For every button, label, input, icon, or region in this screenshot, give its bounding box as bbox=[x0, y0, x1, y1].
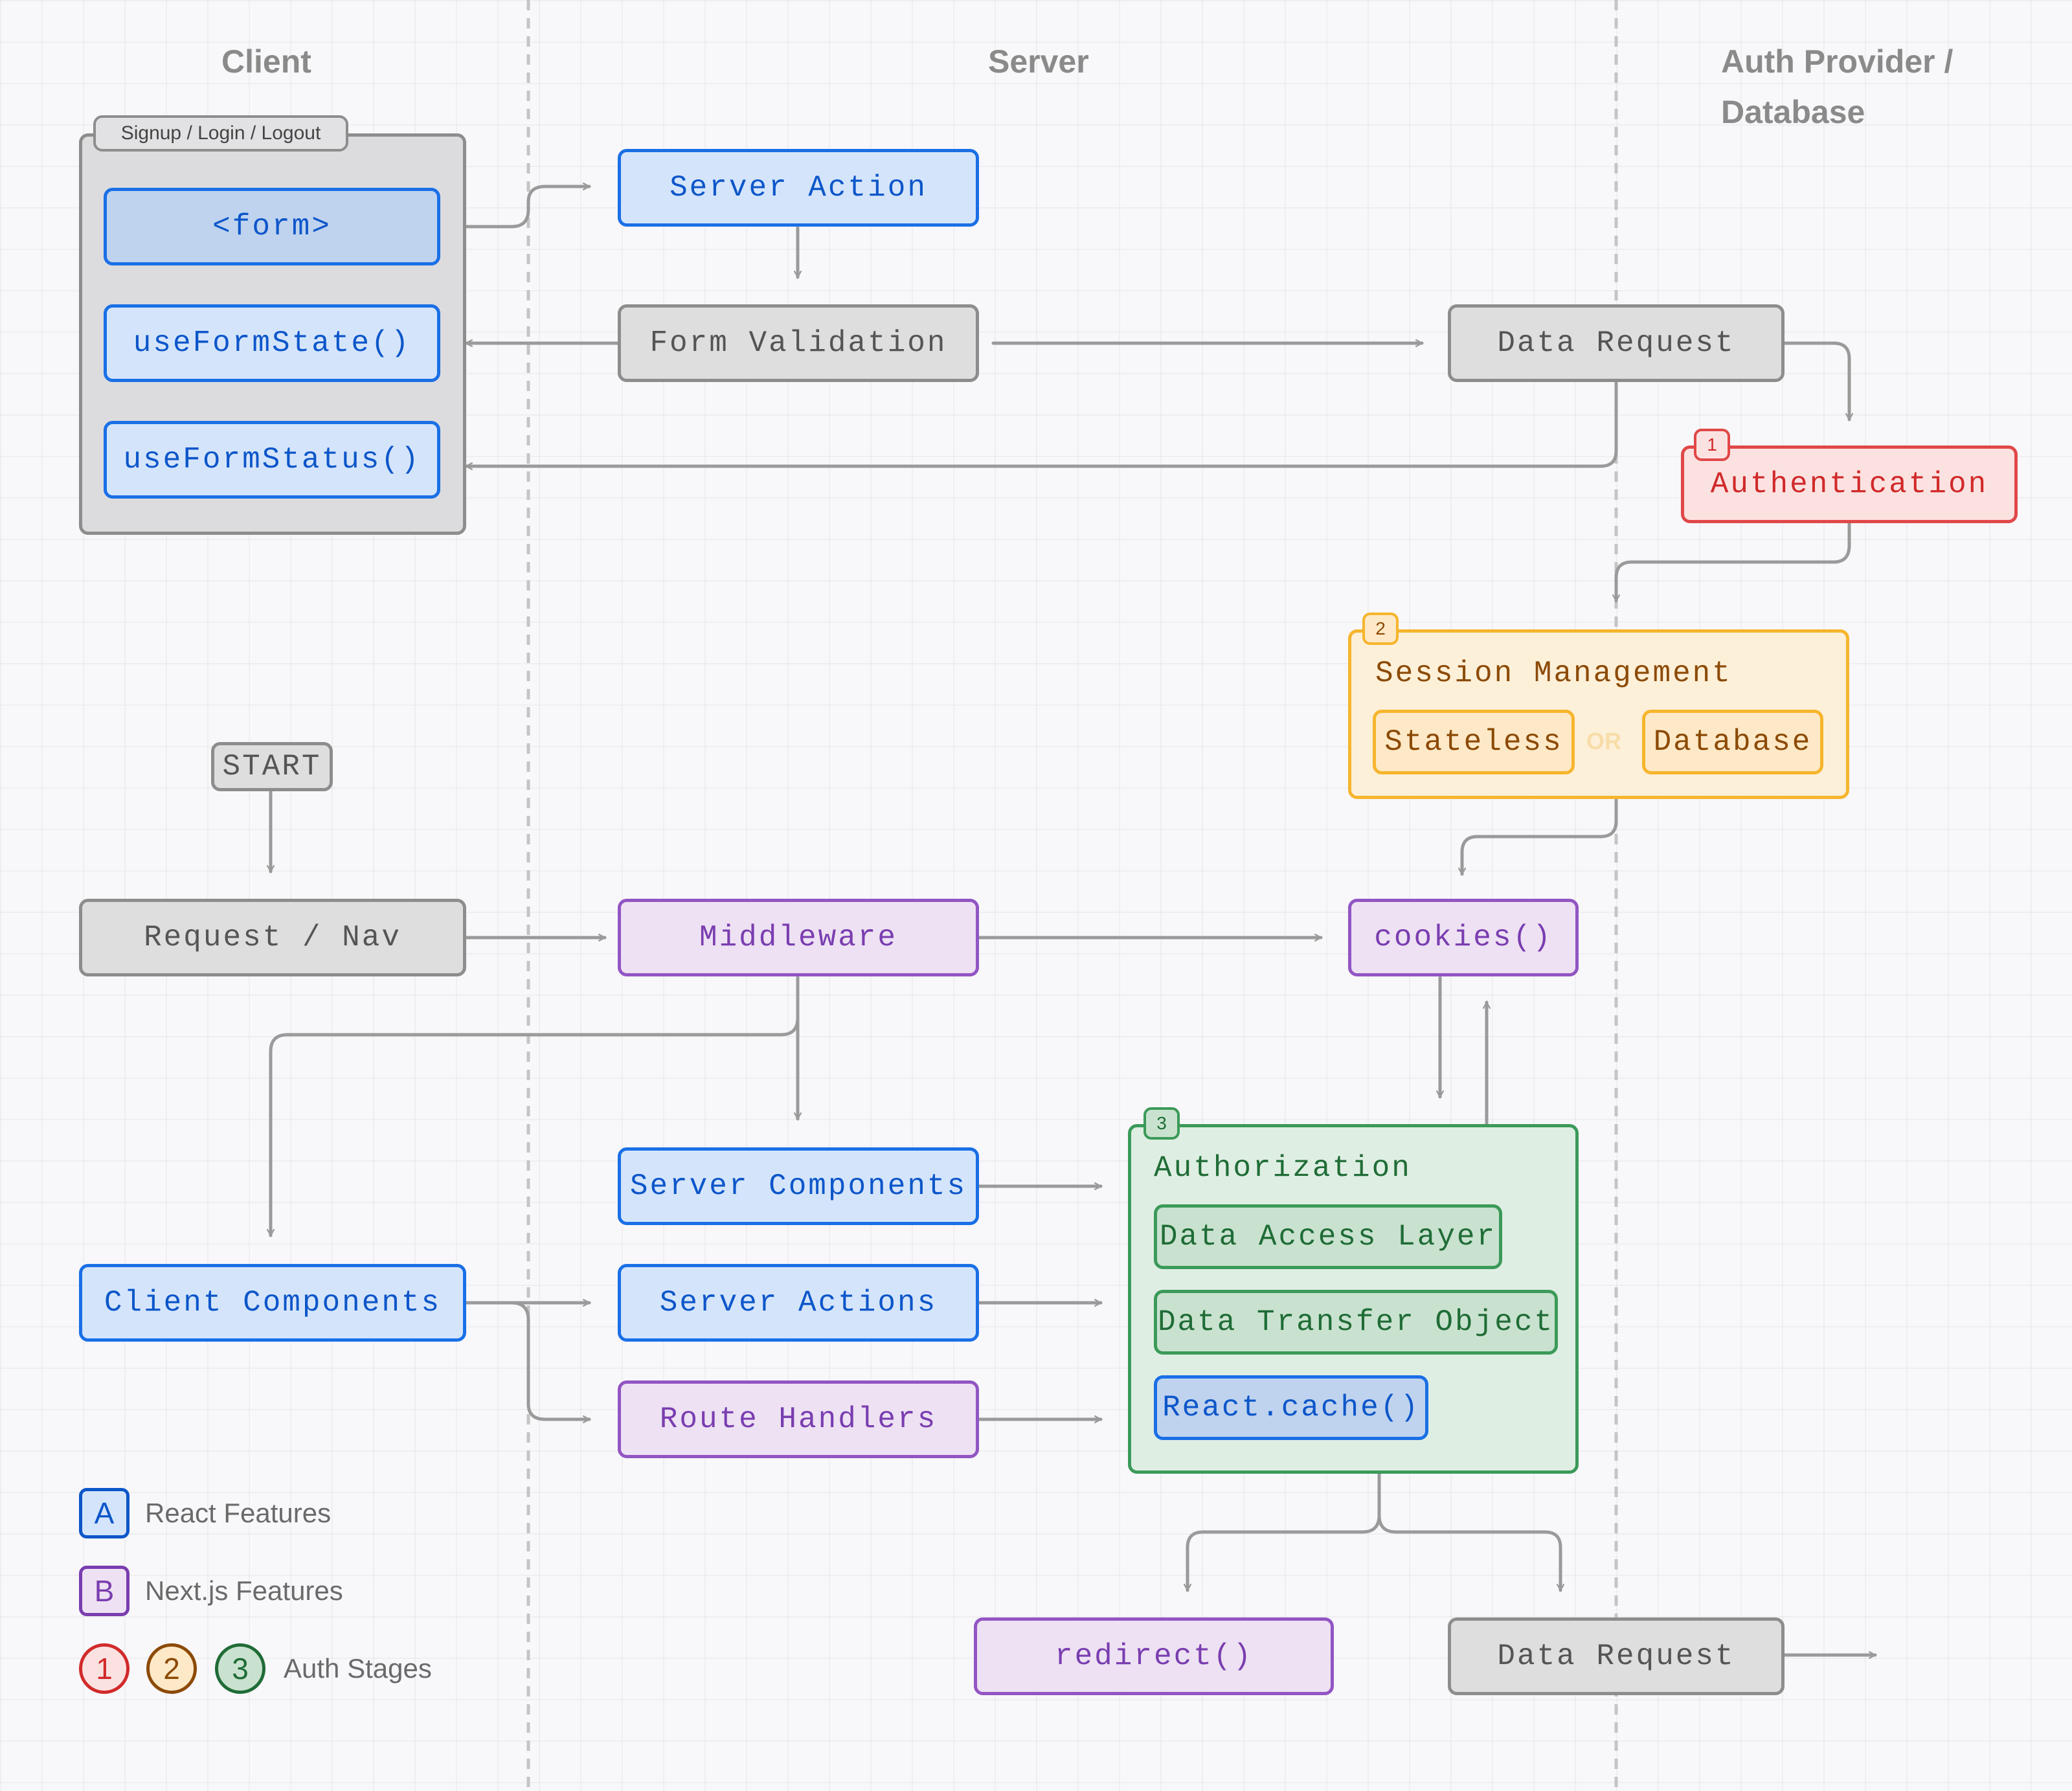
use-form-status-box[interactable]: useFormStatus() bbox=[104, 421, 440, 499]
use-form-state-box[interactable]: useFormState() bbox=[104, 304, 440, 382]
request-nav-box[interactable]: Request / Nav bbox=[79, 899, 466, 976]
column-title-auth-line1: Auth Provider / bbox=[1721, 43, 1954, 80]
session-management-title: Session Management bbox=[1375, 657, 1732, 690]
react-cache-box[interactable]: React.cache() bbox=[1154, 1375, 1428, 1440]
arrow-middleware-to-client-components bbox=[271, 976, 800, 1237]
lane-dividers bbox=[526, 0, 1618, 1791]
arrow-group-to-server-action bbox=[464, 186, 591, 229]
authorization-title: Authorization bbox=[1154, 1151, 1412, 1185]
data-request-bottom-box[interactable]: Data Request bbox=[1448, 1617, 1785, 1695]
data-request-top-box[interactable]: Data Request bbox=[1448, 304, 1785, 382]
form-element-box[interactable]: <form> bbox=[104, 188, 440, 265]
legend-next-label: Next.js Features bbox=[145, 1575, 343, 1606]
route-handlers-box[interactable]: Route Handlers bbox=[618, 1380, 979, 1458]
redirect-box[interactable]: redirect() bbox=[974, 1617, 1334, 1695]
data-access-layer-box[interactable]: Data Access Layer bbox=[1154, 1204, 1502, 1269]
server-components-box[interactable]: Server Components bbox=[618, 1147, 979, 1225]
server-action-box[interactable]: Server Action bbox=[618, 149, 979, 227]
arrow-session-to-cookies bbox=[1462, 798, 1618, 876]
legend-react-swatch: A bbox=[79, 1488, 130, 1538]
server-actions-box[interactable]: Server Actions bbox=[618, 1264, 979, 1342]
legend-react-label: React Features bbox=[145, 1498, 332, 1528]
database-box[interactable]: Database bbox=[1642, 710, 1823, 774]
column-title-client: Client bbox=[221, 43, 311, 80]
legend-stage-2: 2 bbox=[146, 1643, 197, 1694]
arrow-authorization-to-redirect bbox=[1188, 1472, 1381, 1592]
middleware-box[interactable]: Middleware bbox=[618, 899, 979, 976]
stage-3-badge: 3 bbox=[1143, 1107, 1180, 1140]
column-title-auth-line2: Database bbox=[1721, 94, 1865, 130]
or-separator: OR bbox=[1586, 728, 1621, 754]
legend-stage-1: 1 bbox=[79, 1643, 130, 1694]
arrow-authorization-to-data-request bbox=[1377, 1472, 1560, 1592]
cookies-box[interactable]: cookies() bbox=[1348, 899, 1579, 976]
arrow-client-to-route-handlers bbox=[464, 1301, 591, 1419]
start-node: START bbox=[211, 742, 333, 791]
column-title-server: Server bbox=[988, 43, 1089, 80]
legend-next-swatch: B bbox=[79, 1566, 130, 1616]
legend-stages-label: Auth Stages bbox=[284, 1653, 432, 1684]
arrow-data-request-to-useformstatus bbox=[464, 381, 1618, 466]
auth-group-tab: Signup / Login / Logout bbox=[93, 115, 348, 152]
data-transfer-object-box[interactable]: Data Transfer Object bbox=[1154, 1290, 1558, 1355]
arrow-data-request-to-authentication bbox=[1783, 341, 1849, 422]
legend-stage-3: 3 bbox=[215, 1643, 265, 1694]
client-components-box[interactable]: Client Components bbox=[79, 1264, 466, 1342]
stage-1-badge: 1 bbox=[1694, 429, 1730, 461]
form-validation-box[interactable]: Form Validation bbox=[618, 304, 979, 382]
stage-2-badge: 2 bbox=[1362, 613, 1399, 645]
arrow-authentication-to-session bbox=[1616, 521, 1851, 603]
stateless-box[interactable]: Stateless bbox=[1373, 710, 1575, 774]
authentication-box[interactable]: Authentication bbox=[1681, 445, 2018, 523]
